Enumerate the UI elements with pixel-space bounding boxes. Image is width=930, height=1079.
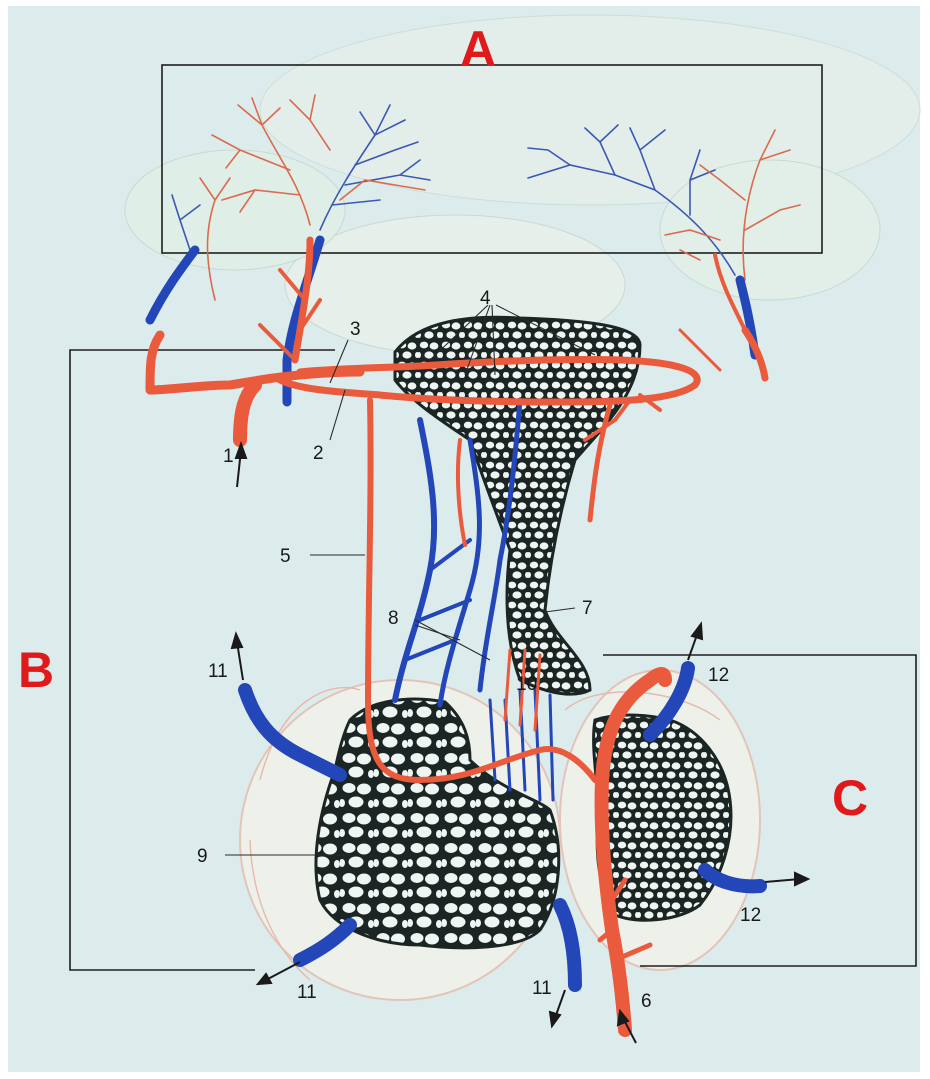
label-4: 4: [480, 288, 491, 309]
region-c-label: C: [832, 770, 868, 826]
label-10: 10: [516, 674, 537, 695]
label-9: 9: [197, 846, 208, 867]
label-1: 1: [223, 446, 234, 467]
label-8: 8: [388, 608, 399, 629]
region-b-label: B: [18, 642, 54, 698]
label-2: 2: [313, 443, 324, 464]
label-5: 5: [280, 546, 291, 567]
label-3: 3: [350, 319, 361, 340]
label-11-lower-middle: 11: [532, 978, 552, 999]
label-12-lower: 12: [740, 905, 761, 926]
label-11-lower-left: 11: [297, 982, 317, 1003]
label-6: 6: [641, 991, 652, 1012]
region-a-label: A: [460, 21, 496, 77]
label-7: 7: [582, 598, 593, 619]
label-11-upper-left: 11: [208, 661, 228, 682]
label-12-upper: 12: [708, 665, 729, 686]
